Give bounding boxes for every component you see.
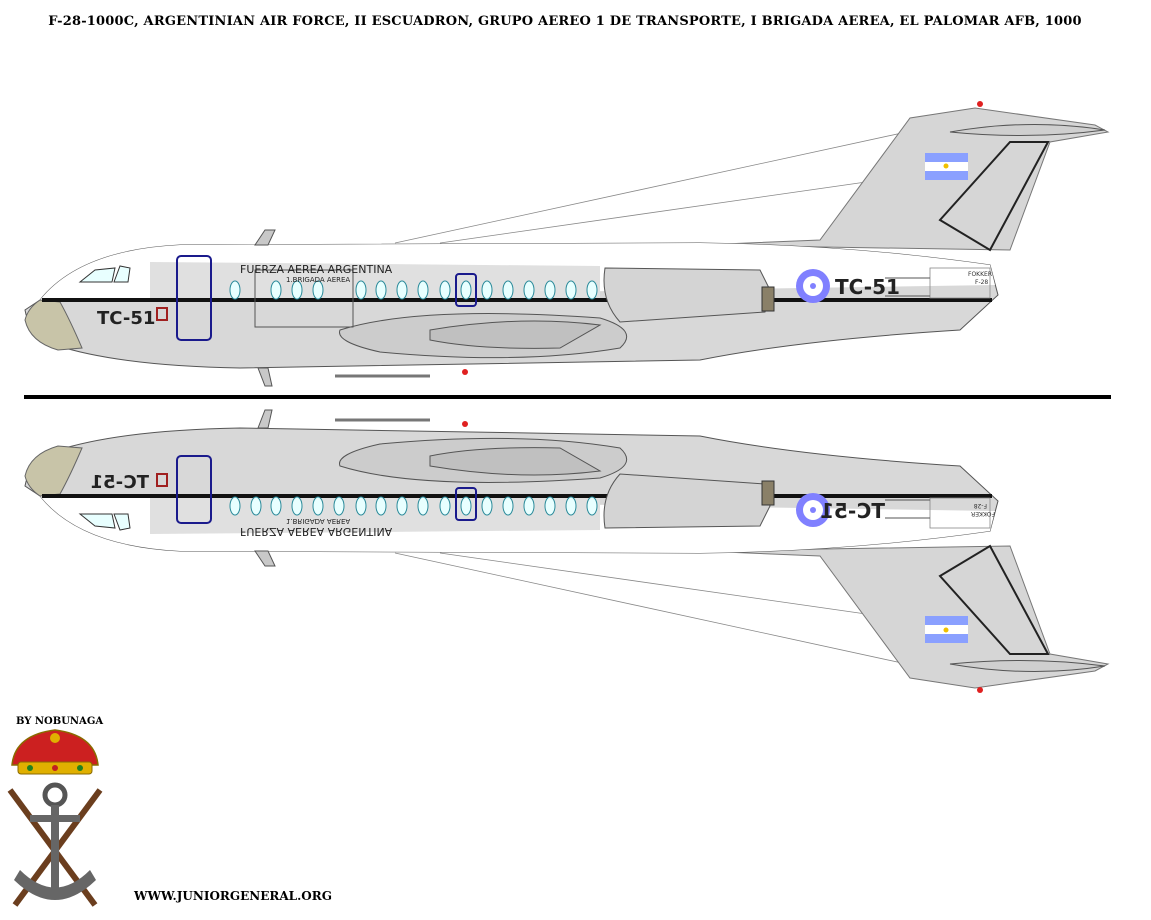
fin-model-lower: F-28: [974, 502, 987, 509]
roundel-icon-lower: [796, 493, 830, 527]
argentine-flag-icon-lower: [925, 616, 968, 643]
badge-icon: [156, 307, 168, 321]
nose-serial-lower: TC-51: [91, 472, 149, 493]
tail-serial-lower: TC-51: [820, 499, 885, 523]
fin-maker-lower: FOKKER: [971, 510, 995, 517]
badge-icon-lower: [156, 473, 168, 487]
tail-serial: TC-51: [835, 275, 900, 299]
roundel-icon: [796, 269, 830, 303]
crown-anchor-emblem-icon: [7, 729, 103, 907]
fuselage-subtitle-lower: 1.BRIGADA AEREA: [286, 517, 350, 525]
fuselage-subtitle: 1.BRIGADA AEREA: [286, 276, 350, 284]
nose-serial: TC-51: [97, 308, 155, 329]
separator-line: [24, 395, 1111, 399]
fin-maker: FOKKER: [968, 271, 992, 278]
fin-model: F-28: [975, 279, 988, 286]
aircraft-bottom-view: FUERZA AEREA ARGENTINA 1.BRIGADA AEREA T…: [24, 409, 1110, 693]
argentine-flag-icon: [925, 153, 968, 180]
fuselage-title-lower: FUERZA AEREA ARGENTINA: [240, 525, 393, 538]
page-title: F-28-1000C, ARGENTINIAN AIR FORCE, II ES…: [48, 14, 1082, 29]
fuselage-title: FUERZA AEREA ARGENTINA: [240, 263, 393, 276]
author-credit: BY NOBUNAGA: [16, 716, 104, 727]
aircraft-top-view: FUERZA AEREA ARGENTINA 1.BRIGADA AEREA T…: [24, 101, 1110, 387]
website-link[interactable]: WWW.JUNIORGENERAL.ORG: [134, 889, 332, 903]
